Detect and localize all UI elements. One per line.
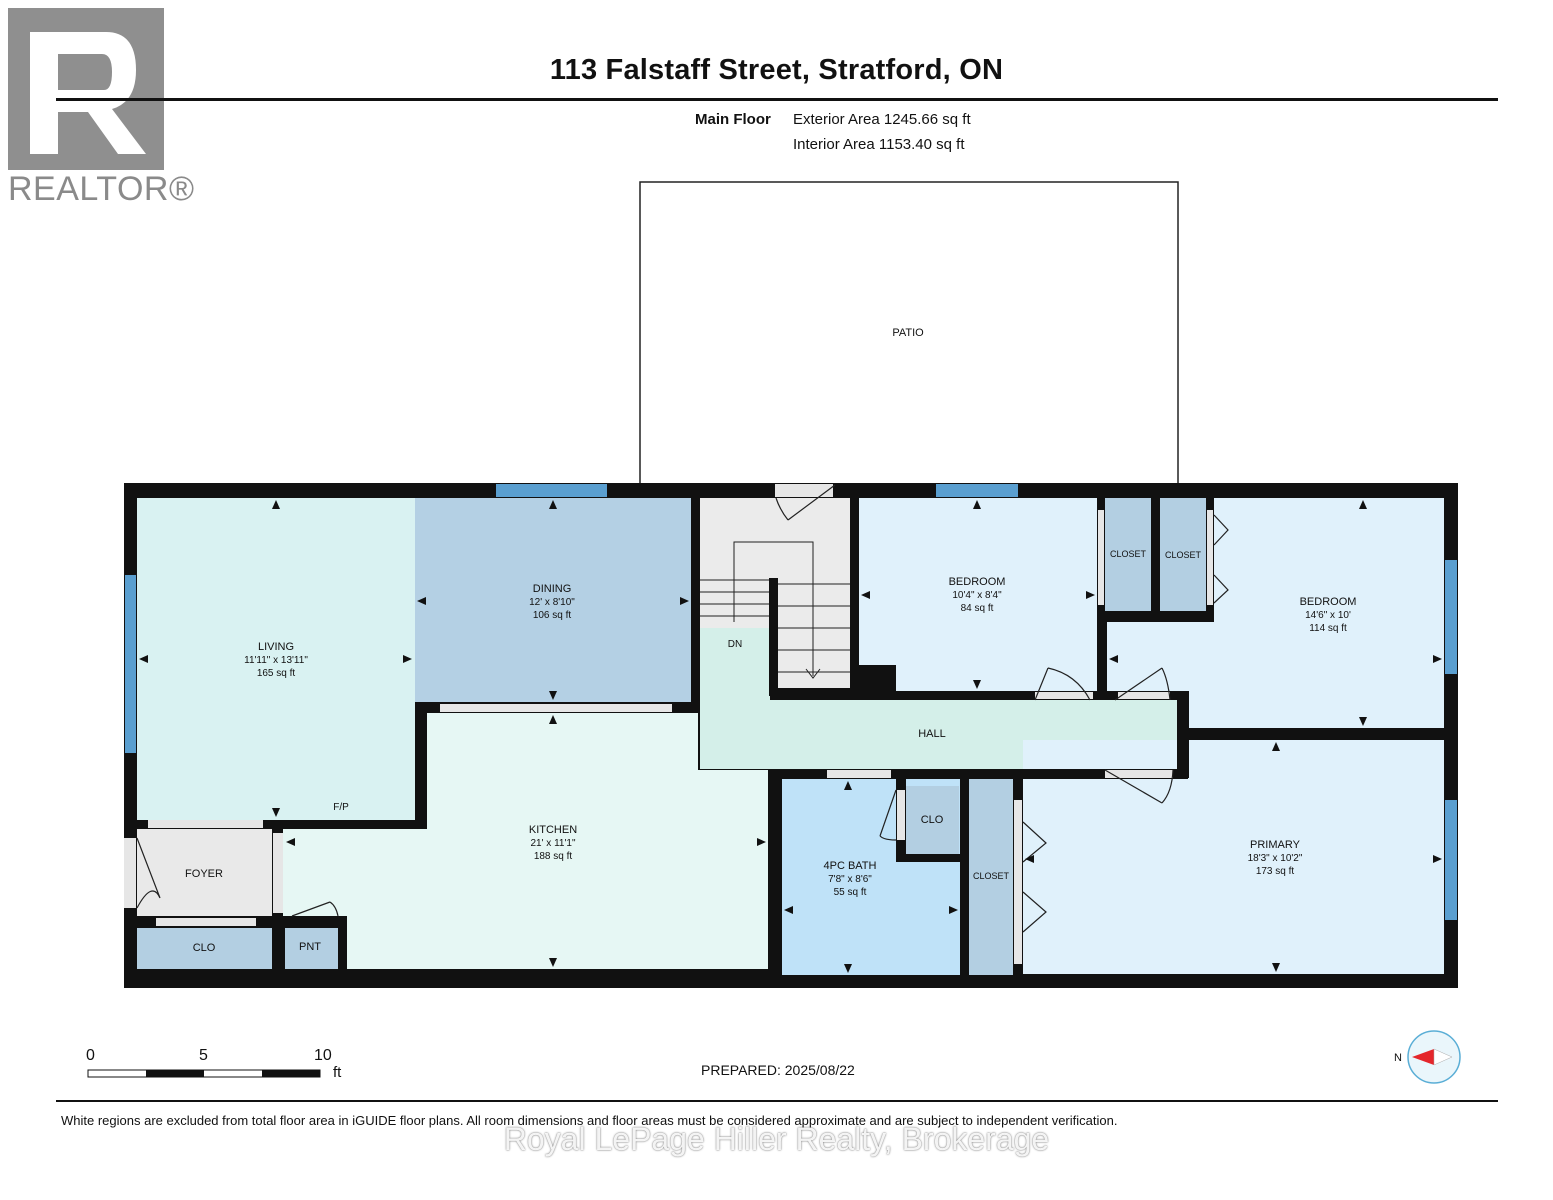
compass-icon: N bbox=[1394, 1030, 1461, 1084]
brokerage-watermark: Royal LePage Hiller Realty, Brokerage bbox=[503, 1121, 1050, 1157]
floor-label: Main Floor bbox=[695, 111, 771, 128]
bedroom-2-area: 114 sq ft bbox=[1309, 623, 1347, 634]
dining-room bbox=[415, 498, 691, 702]
staircase-icon bbox=[700, 541, 850, 679]
bedroom-2-dims: 14'6" x 10' bbox=[1305, 610, 1351, 621]
closet-a-label: CLOSET bbox=[1110, 549, 1147, 559]
living-name: LIVING bbox=[258, 641, 294, 653]
living-dims: 11'11" x 13'11" bbox=[244, 655, 308, 666]
footer-divider bbox=[56, 1100, 1498, 1102]
interior-area: Interior Area 1153.40 sq ft bbox=[793, 136, 965, 153]
hall-area bbox=[700, 628, 770, 708]
foyer-closet-room bbox=[137, 928, 272, 969]
fireplace-label: F/P bbox=[333, 802, 349, 813]
page-title: 113 Falstaff Street, Stratford, ON bbox=[549, 54, 1004, 86]
bath-name: 4PC BATH bbox=[824, 860, 877, 872]
kitchen-dims: 21' x 11'1" bbox=[531, 838, 576, 849]
scale-tick-5: 5 bbox=[199, 1047, 208, 1064]
door-openings bbox=[124, 484, 1213, 964]
exterior-area: Exterior Area 1245.66 sq ft bbox=[793, 111, 971, 128]
dimension-arrows bbox=[139, 500, 1442, 973]
foyer-room bbox=[137, 829, 272, 916]
living-room bbox=[137, 498, 415, 820]
scale-unit: ft bbox=[333, 1064, 342, 1081]
primary-closet-label: CLOSET bbox=[973, 871, 1010, 881]
bath-closet-label: CLO bbox=[921, 814, 944, 826]
bedroom-1-name: BEDROOM bbox=[949, 576, 1006, 588]
hall-label: HALL bbox=[918, 728, 946, 740]
dining-area: 106 sq ft bbox=[533, 610, 572, 621]
bath-closet-room bbox=[906, 786, 959, 854]
pantry-label: PNT bbox=[299, 941, 321, 953]
disclaimer-text: White regions are excluded from total fl… bbox=[61, 1113, 1118, 1128]
bath-area: 55 sq ft bbox=[834, 887, 867, 898]
scale-bar bbox=[87, 1069, 321, 1078]
primary-dims: 18'3" x 10'2" bbox=[1248, 853, 1303, 864]
foyer-closet-label: CLO bbox=[193, 942, 216, 954]
bath-dims: 7'8" x 8'6" bbox=[828, 874, 872, 885]
stairs-down-label: DN bbox=[728, 639, 742, 650]
door-swings bbox=[136, 484, 1229, 933]
bedroom-2-name: BEDROOM bbox=[1300, 596, 1357, 608]
patio-label: PATIO bbox=[892, 327, 924, 339]
kitchen-name: KITCHEN bbox=[529, 824, 577, 836]
bedroom-1-dims: 10'4" x 8'4" bbox=[952, 590, 1002, 601]
pantry-room bbox=[285, 925, 338, 969]
patio-outline bbox=[639, 181, 1179, 485]
compass-north-label: N bbox=[1394, 1052, 1402, 1064]
primary-area: 173 sq ft bbox=[1256, 866, 1295, 877]
primary-name: PRIMARY bbox=[1250, 839, 1301, 851]
prepared-date: PREPARED: 2025/08/22 bbox=[701, 1062, 855, 1078]
living-area: 165 sq ft bbox=[257, 668, 296, 679]
closet-b-label: CLOSET bbox=[1165, 550, 1202, 560]
scale-tick-10: 10 bbox=[314, 1047, 332, 1064]
closet-b-room bbox=[1160, 498, 1206, 611]
bedroom-1-area: 84 sq ft bbox=[961, 603, 994, 614]
scale-tick-0: 0 bbox=[86, 1047, 95, 1064]
primary-closet-room bbox=[969, 779, 1013, 975]
header-divider bbox=[56, 98, 1498, 101]
dining-dims: 12' x 8'10" bbox=[529, 597, 575, 608]
foyer-label: FOYER bbox=[185, 868, 223, 880]
dining-name: DINING bbox=[533, 583, 572, 595]
closet-a-room bbox=[1105, 498, 1151, 611]
realtor-wordmark: REALTOR® bbox=[8, 170, 195, 208]
bedroom-2-room bbox=[1107, 498, 1444, 728]
bedroom-1-room bbox=[859, 498, 1097, 691]
kitchen-area: 188 sq ft bbox=[534, 851, 573, 862]
windows bbox=[125, 484, 1457, 920]
realtor-logo-icon bbox=[8, 8, 164, 170]
kitchen-room bbox=[283, 713, 768, 969]
